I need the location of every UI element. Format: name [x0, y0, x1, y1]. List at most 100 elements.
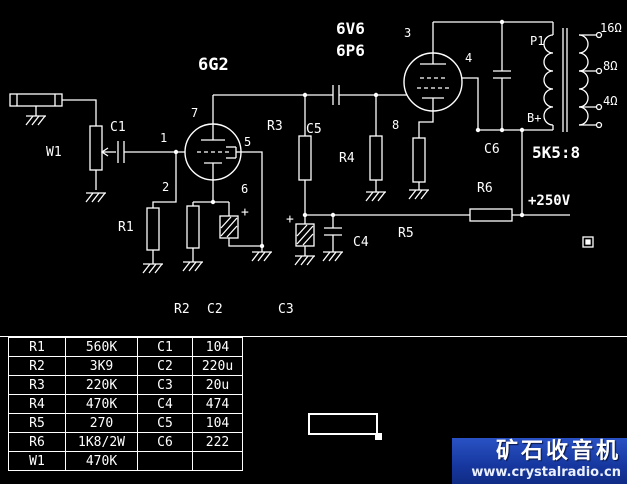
part-value: 3K9 [65, 356, 138, 376]
ground-icon [294, 255, 316, 266]
capacitor-c4 [322, 215, 344, 262]
watermark: 矿石收音机 www.crystalradio.cn [452, 438, 627, 484]
part-ref: R4 [8, 394, 66, 414]
table-top-divider [0, 336, 627, 337]
pin-label-2: 2 [162, 180, 169, 194]
table-row: R2 3K9 C2 220u [8, 356, 243, 376]
resistor-r2 [182, 201, 229, 272]
part-value: 220K [65, 375, 138, 395]
part-value: 470K [65, 451, 138, 471]
label-r4: R4 [339, 151, 355, 166]
part-ref: C5 [137, 413, 193, 433]
label-tap-16ohm: 16Ω [600, 21, 622, 35]
capacitor-c3 [294, 215, 316, 266]
ground-icon [182, 261, 204, 272]
part-ref: R2 [8, 356, 66, 376]
resistor-r5 [408, 137, 430, 200]
part-ref: C1 [137, 337, 193, 357]
part-value: 560K [65, 337, 138, 357]
label-tap-4ohm: 4Ω [603, 94, 617, 108]
label-r3: R3 [267, 119, 283, 134]
part-ref: C6 [137, 432, 193, 452]
pin-label-3: 3 [404, 26, 411, 40]
table-row: R3 220K C3 20u [8, 375, 243, 395]
pin-label-8: 8 [392, 118, 399, 132]
capacitor-c5 [332, 85, 407, 105]
ground-icon [142, 263, 164, 274]
label-w1: W1 [46, 145, 62, 160]
pin-label-1: 1 [160, 131, 167, 145]
pin-label-4: 4 [465, 51, 472, 65]
label-p1: P1 [530, 34, 544, 48]
output-transformer-symbol [543, 28, 603, 132]
junction-dots [173, 19, 525, 249]
label-c3: C3 [278, 302, 294, 317]
pin-label-5: 5 [244, 135, 251, 149]
label-c1: C1 [110, 120, 126, 135]
schematic-labels: 6G2 6V6 6P6 7 1 5 2 6 3 4 8 W1 C1 R1 R2 … [46, 19, 622, 317]
table-row: R6 1K8/2W C6 222 [8, 432, 243, 452]
part-value: 474 [192, 394, 243, 414]
label-tube2b: 6P6 [336, 41, 365, 60]
grid-return-wire [152, 152, 177, 208]
ground-icon [365, 191, 387, 202]
polarity-plus-c3: + [286, 212, 294, 227]
capacitor-c6 [493, 22, 511, 130]
label-tube2a: 6V6 [336, 19, 365, 38]
pin-label-6: 6 [241, 182, 248, 196]
resistor-r3 [298, 95, 312, 215]
watermark-title: 矿石收音机 [495, 439, 621, 464]
part-value: 20u [192, 375, 243, 395]
label-ratio: 5K5:8 [532, 143, 580, 162]
polarity-plus-c2: + [241, 205, 249, 220]
tube-6g2-symbol [184, 95, 263, 246]
resistor-r6 [469, 208, 513, 222]
part-value: 470K [65, 394, 138, 414]
potentiometer-w1 [85, 125, 116, 203]
label-supply-voltage: +250V [528, 193, 571, 209]
part-ref: C3 [137, 375, 193, 395]
cad-marker-icon [582, 236, 594, 248]
label-c2: C2 [207, 302, 223, 317]
circuit-schematic: 6G2 6V6 6P6 7 1 5 2 6 3 4 8 W1 C1 R1 R2 … [9, 19, 622, 317]
ground-icon [25, 115, 47, 126]
label-c5: C5 [306, 122, 322, 137]
label-c6: C6 [484, 142, 500, 157]
ground-icon [408, 189, 430, 200]
part-ref: R5 [8, 413, 66, 433]
label-r1: R1 [118, 220, 134, 235]
part-value: 222 [192, 432, 243, 452]
table-row: R1 560K C1 104 [8, 337, 243, 357]
resistor-r1 [142, 207, 164, 274]
plate-supply-wire [433, 21, 554, 131]
part-ref: W1 [8, 451, 66, 471]
capacitor-c2 [219, 202, 273, 262]
part-ref: C2 [137, 356, 193, 376]
ground-icon [85, 192, 107, 203]
ground-icon [251, 251, 273, 262]
part-ref: R6 [8, 432, 66, 452]
table-row: W1 470K [8, 451, 243, 471]
ground-icon [322, 251, 344, 262]
label-c4: C4 [353, 235, 369, 250]
part-value: 104 [192, 337, 243, 357]
selection-handle[interactable] [375, 433, 382, 440]
parts-value-table: R1 560K C1 104 R2 3K9 C2 220u R3 220K C3… [8, 337, 243, 471]
empty-cell [192, 451, 243, 471]
empty-cell [137, 451, 193, 471]
label-r6: R6 [477, 181, 493, 196]
label-tube1: 6G2 [198, 55, 229, 75]
selection-box[interactable] [308, 413, 378, 435]
resistor-r4 [365, 95, 387, 202]
part-value: 270 [65, 413, 138, 433]
label-r2: R2 [174, 302, 190, 317]
part-value: 104 [192, 413, 243, 433]
tube-6v6-symbol [403, 22, 479, 138]
input-source-symbol [9, 93, 97, 126]
label-bplus: B+ [527, 111, 541, 125]
label-tap-8ohm: 8Ω [603, 59, 617, 73]
table-row: R4 470K C4 474 [8, 394, 243, 414]
table-row: R5 270 C5 104 [8, 413, 243, 433]
part-value: 1K8/2W [65, 432, 138, 452]
